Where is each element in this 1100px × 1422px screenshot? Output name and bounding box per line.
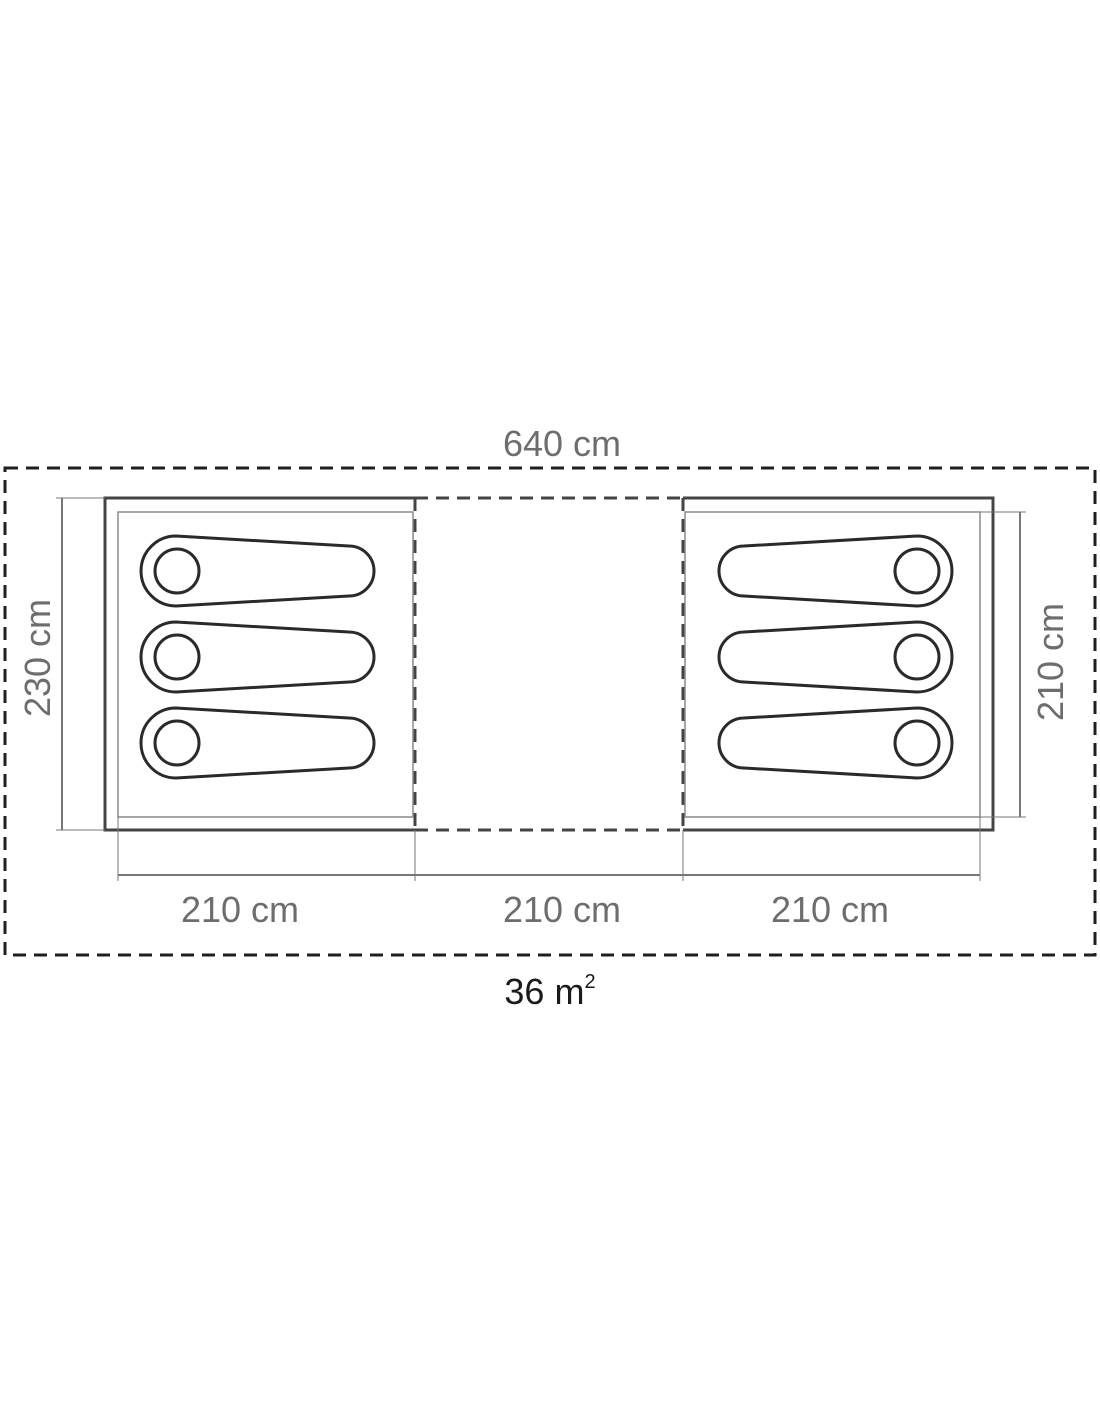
sleeping-bag [717, 706, 954, 780]
area-value: 36 m [504, 971, 584, 1012]
sleeping-bag [139, 706, 376, 780]
outer-footprint-dashed [3, 466, 1097, 957]
left-room-length-label: 210 cm [181, 889, 299, 930]
right-sleeping-bags [717, 534, 954, 780]
total-length-label: 640 cm [503, 423, 621, 464]
bedroom-depth-label: 210 cm [1030, 603, 1071, 721]
right-room-length-label: 210 cm [771, 889, 889, 930]
left-sleeping-bags [139, 534, 376, 780]
living-area-dashed [413, 496, 685, 832]
right-bedroom [684, 511, 981, 818]
sleeping-bag [717, 534, 954, 608]
center-room-length-label: 210 cm [503, 889, 621, 930]
total-width-label: 230 cm [17, 599, 58, 717]
area-label: 36 m2 [504, 971, 595, 1012]
inner-tent-outline [103, 496, 995, 832]
sleeping-bag [139, 534, 376, 608]
area-exponent: 2 [584, 971, 595, 993]
sleeping-bag [717, 620, 954, 694]
sleeping-bag [139, 620, 376, 694]
dimension-lines [56, 497, 1026, 881]
left-bedroom [117, 511, 414, 818]
